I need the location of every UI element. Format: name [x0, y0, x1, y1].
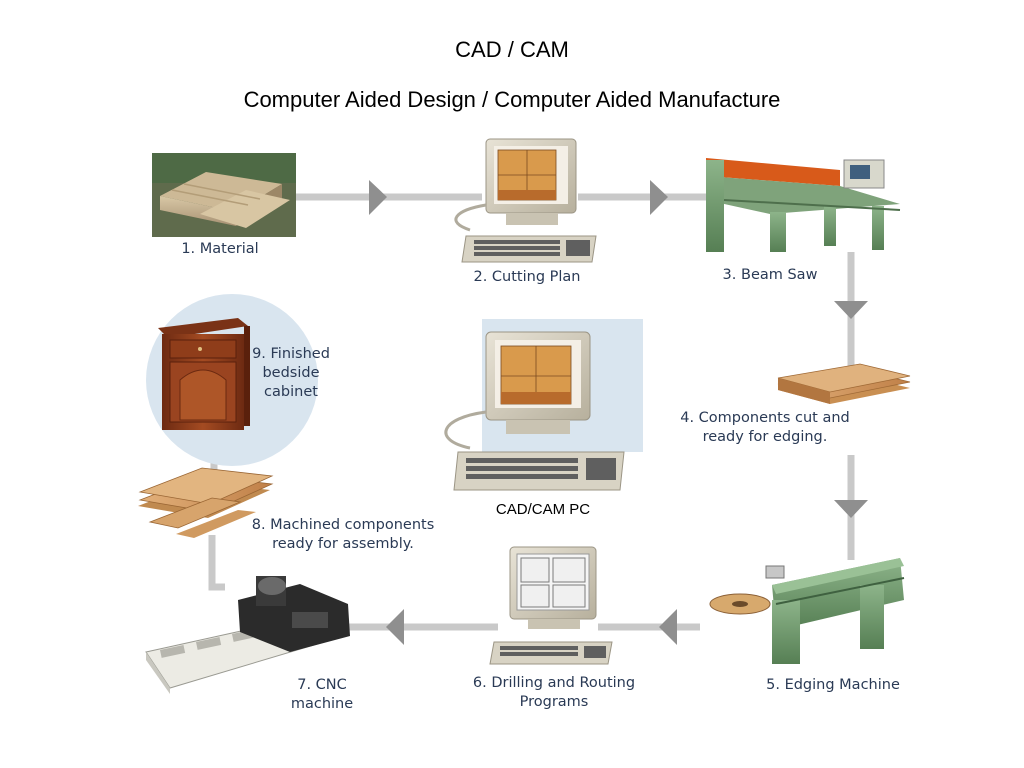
page-subtitle: Computer Aided Design / Computer Aided M… [243, 87, 781, 112]
material-image [152, 153, 296, 237]
arrow-down-icon [834, 500, 868, 518]
page-title: CAD / CAM [455, 37, 569, 62]
cut-components-image [777, 363, 911, 404]
arrow-right-icon [650, 180, 668, 215]
cad-cam-pc-image [444, 319, 643, 491]
edging-machine-image [709, 558, 905, 664]
beam-saw-image [706, 158, 901, 252]
finished-cabinet-image [146, 294, 318, 466]
step-6-label: 6. Drilling and Routing Programs [472, 675, 636, 710]
step-7-label: 7. CNC machine [290, 677, 354, 712]
cutting-plan-computer-image [454, 138, 597, 263]
step-8-label: 8. Machined components ready for assembl… [251, 517, 435, 552]
cad-cam-pc-label: CAD/CAM PC [495, 501, 591, 518]
machined-components-image [138, 467, 274, 538]
flow-line-7-8 [208, 535, 225, 591]
arrow-right-icon [369, 180, 387, 215]
step-3-label: 3. Beam Saw [722, 267, 818, 283]
arrow-left-icon [386, 609, 404, 645]
arrow-down-icon [834, 301, 868, 319]
step-5-label: 5. Edging Machine [766, 677, 900, 693]
step-1-label: 1. Material [181, 241, 259, 257]
step-2-label: 2. Cutting Plan [473, 269, 581, 285]
cnc-machine-image [145, 576, 350, 694]
step-9-label: 9. Finished bedside cabinet [252, 346, 330, 400]
step-4-label: 4. Components cut and ready for edging. [680, 410, 850, 445]
drilling-routing-computer-image [489, 546, 613, 665]
arrow-left-icon [659, 609, 677, 645]
